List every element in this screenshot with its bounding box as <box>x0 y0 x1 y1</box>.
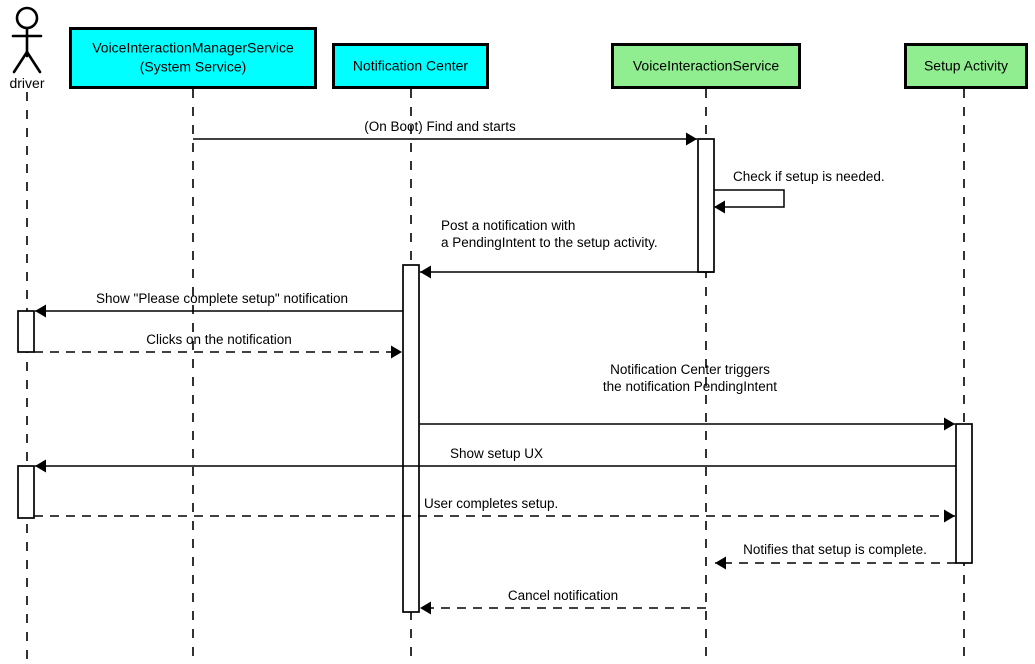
message-label-msg-2: Check if setup is needed. <box>733 169 885 184</box>
activation-bar-notifcenter <box>402 264 420 613</box>
message-msg-7[interactable]: Show setup UX <box>35 446 956 473</box>
actor-right-leg-icon <box>25 50 42 74</box>
actor-head-icon <box>15 6 39 30</box>
message-label-msg-6: the notification PendingIntent <box>603 379 777 394</box>
participant-notifcenter[interactable]: Notification Center <box>332 43 489 89</box>
arrow-head-msg-2 <box>714 200 725 214</box>
message-msg-6[interactable]: Notification Center triggers the notifica… <box>419 362 955 431</box>
message-label-msg-3: Post a notification with <box>441 218 575 233</box>
message-msg-4[interactable]: Show "Please complete setup" notificatio… <box>35 291 403 318</box>
participant-box-notifcenter[interactable] <box>332 43 489 89</box>
participant-label-notifcenter: Notification Center <box>353 58 469 74</box>
message-msg-9[interactable]: Notifies that setup is complete. <box>715 542 956 570</box>
arrow-head-msg-9 <box>715 556 726 570</box>
arrow-head-msg-1 <box>686 132 697 146</box>
activation-bar-driver <box>17 465 35 519</box>
message-label-msg-3: a PendingIntent to the setup activity. <box>441 235 658 250</box>
participant-sublabel-vims: (System Service) <box>140 59 247 75</box>
message-line-msg-2 <box>714 189 785 208</box>
message-label-msg-5: Clicks on the notification <box>146 332 292 347</box>
participant-label-driver: driver <box>9 75 44 91</box>
arrow-head-msg-7 <box>35 459 46 473</box>
participant-box-setupactivity[interactable] <box>904 43 1028 89</box>
message-label-msg-4: Show "Please complete setup" notificatio… <box>96 291 348 306</box>
message-msg-8[interactable]: User completes setup. <box>34 496 955 523</box>
participant-box-vims[interactable] <box>69 27 317 89</box>
participant-vis[interactable]: VoiceInteractionService <box>611 43 801 89</box>
participant-label-vis: VoiceInteractionService <box>633 58 780 74</box>
participant-vims[interactable]: VoiceInteractionManagerService (System Se… <box>69 27 317 89</box>
participant-label-vims: VoiceInteractionManagerService <box>92 40 294 56</box>
activation-bars-layer <box>17 138 973 613</box>
activation-bar-driver <box>17 310 35 353</box>
message-label-msg-6: Notification Center triggers <box>610 362 770 377</box>
message-label-msg-8: User completes setup. <box>424 496 558 511</box>
arrow-head-msg-5 <box>391 345 402 359</box>
message-label-msg-9: Notifies that setup is complete. <box>743 542 927 557</box>
participant-box-vis[interactable] <box>611 43 801 89</box>
arrow-head-msg-4 <box>35 304 46 318</box>
arrow-head-msg-10 <box>420 601 431 615</box>
activation-bar-vis <box>697 138 715 273</box>
participant-boxes-layer: driver VoiceInteractionManagerService (Sys… <box>9 6 1028 91</box>
message-msg-5[interactable]: Clicks on the notification <box>34 332 402 359</box>
participant-label-setupactivity: Setup Activity <box>924 58 1008 74</box>
message-msg-2[interactable]: Check if setup is needed. <box>714 169 885 214</box>
message-msg-3[interactable]: Post a notification with a PendingIntent … <box>420 218 714 279</box>
arrow-head-msg-8 <box>944 509 955 523</box>
participant-setupactivity[interactable]: Setup Activity <box>904 43 1028 89</box>
activation-bar-setupactivity <box>955 423 973 564</box>
message-label-msg-10: Cancel notification <box>508 588 618 603</box>
message-msg-1[interactable]: (On Boot) Find and starts <box>193 119 697 146</box>
arrow-head-msg-3 <box>420 265 431 279</box>
participant-driver[interactable]: driver <box>9 6 45 91</box>
message-label-msg-7: Show setup UX <box>450 446 543 461</box>
actor-left-leg-icon <box>12 50 29 74</box>
message-msg-10[interactable]: Cancel notification <box>420 588 706 615</box>
message-label-msg-1: (On Boot) Find and starts <box>364 119 516 134</box>
arrow-head-msg-6 <box>944 417 955 431</box>
